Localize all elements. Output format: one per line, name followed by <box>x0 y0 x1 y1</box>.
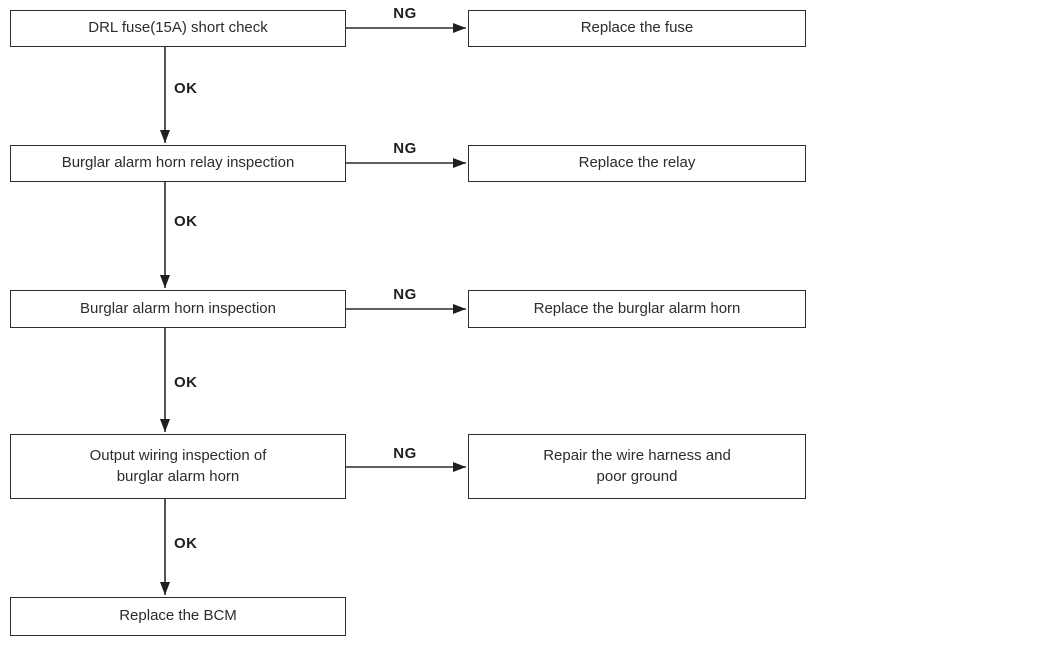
ok-label-4: OK <box>174 535 198 552</box>
step-box-replace-bcm: Replace the BCM <box>10 597 346 636</box>
step-box-horn-inspection: Burglar alarm horn inspection <box>10 290 346 328</box>
ng-label-3: NG <box>393 286 417 303</box>
result-box-replace-fuse: Replace the fuse <box>468 10 806 47</box>
step-box-output-wiring-inspection: Output wiring inspection of burglar alar… <box>10 434 346 499</box>
result-box-repair-harness: Repair the wire harness and poor ground <box>468 434 806 499</box>
step-box-relay-inspection: Burglar alarm horn relay inspection <box>10 145 346 182</box>
ok-label-1: OK <box>174 80 198 97</box>
step-box-fuse-check: DRL fuse(15A) short check <box>10 10 346 47</box>
result-box-replace-horn: Replace the burglar alarm horn <box>468 290 806 328</box>
result-box-replace-relay: Replace the relay <box>468 145 806 182</box>
ng-label-1: NG <box>393 5 417 22</box>
ng-label-2: NG <box>393 140 417 157</box>
ng-label-4: NG <box>393 445 417 462</box>
ok-label-2: OK <box>174 213 198 230</box>
ok-label-3: OK <box>174 374 198 391</box>
